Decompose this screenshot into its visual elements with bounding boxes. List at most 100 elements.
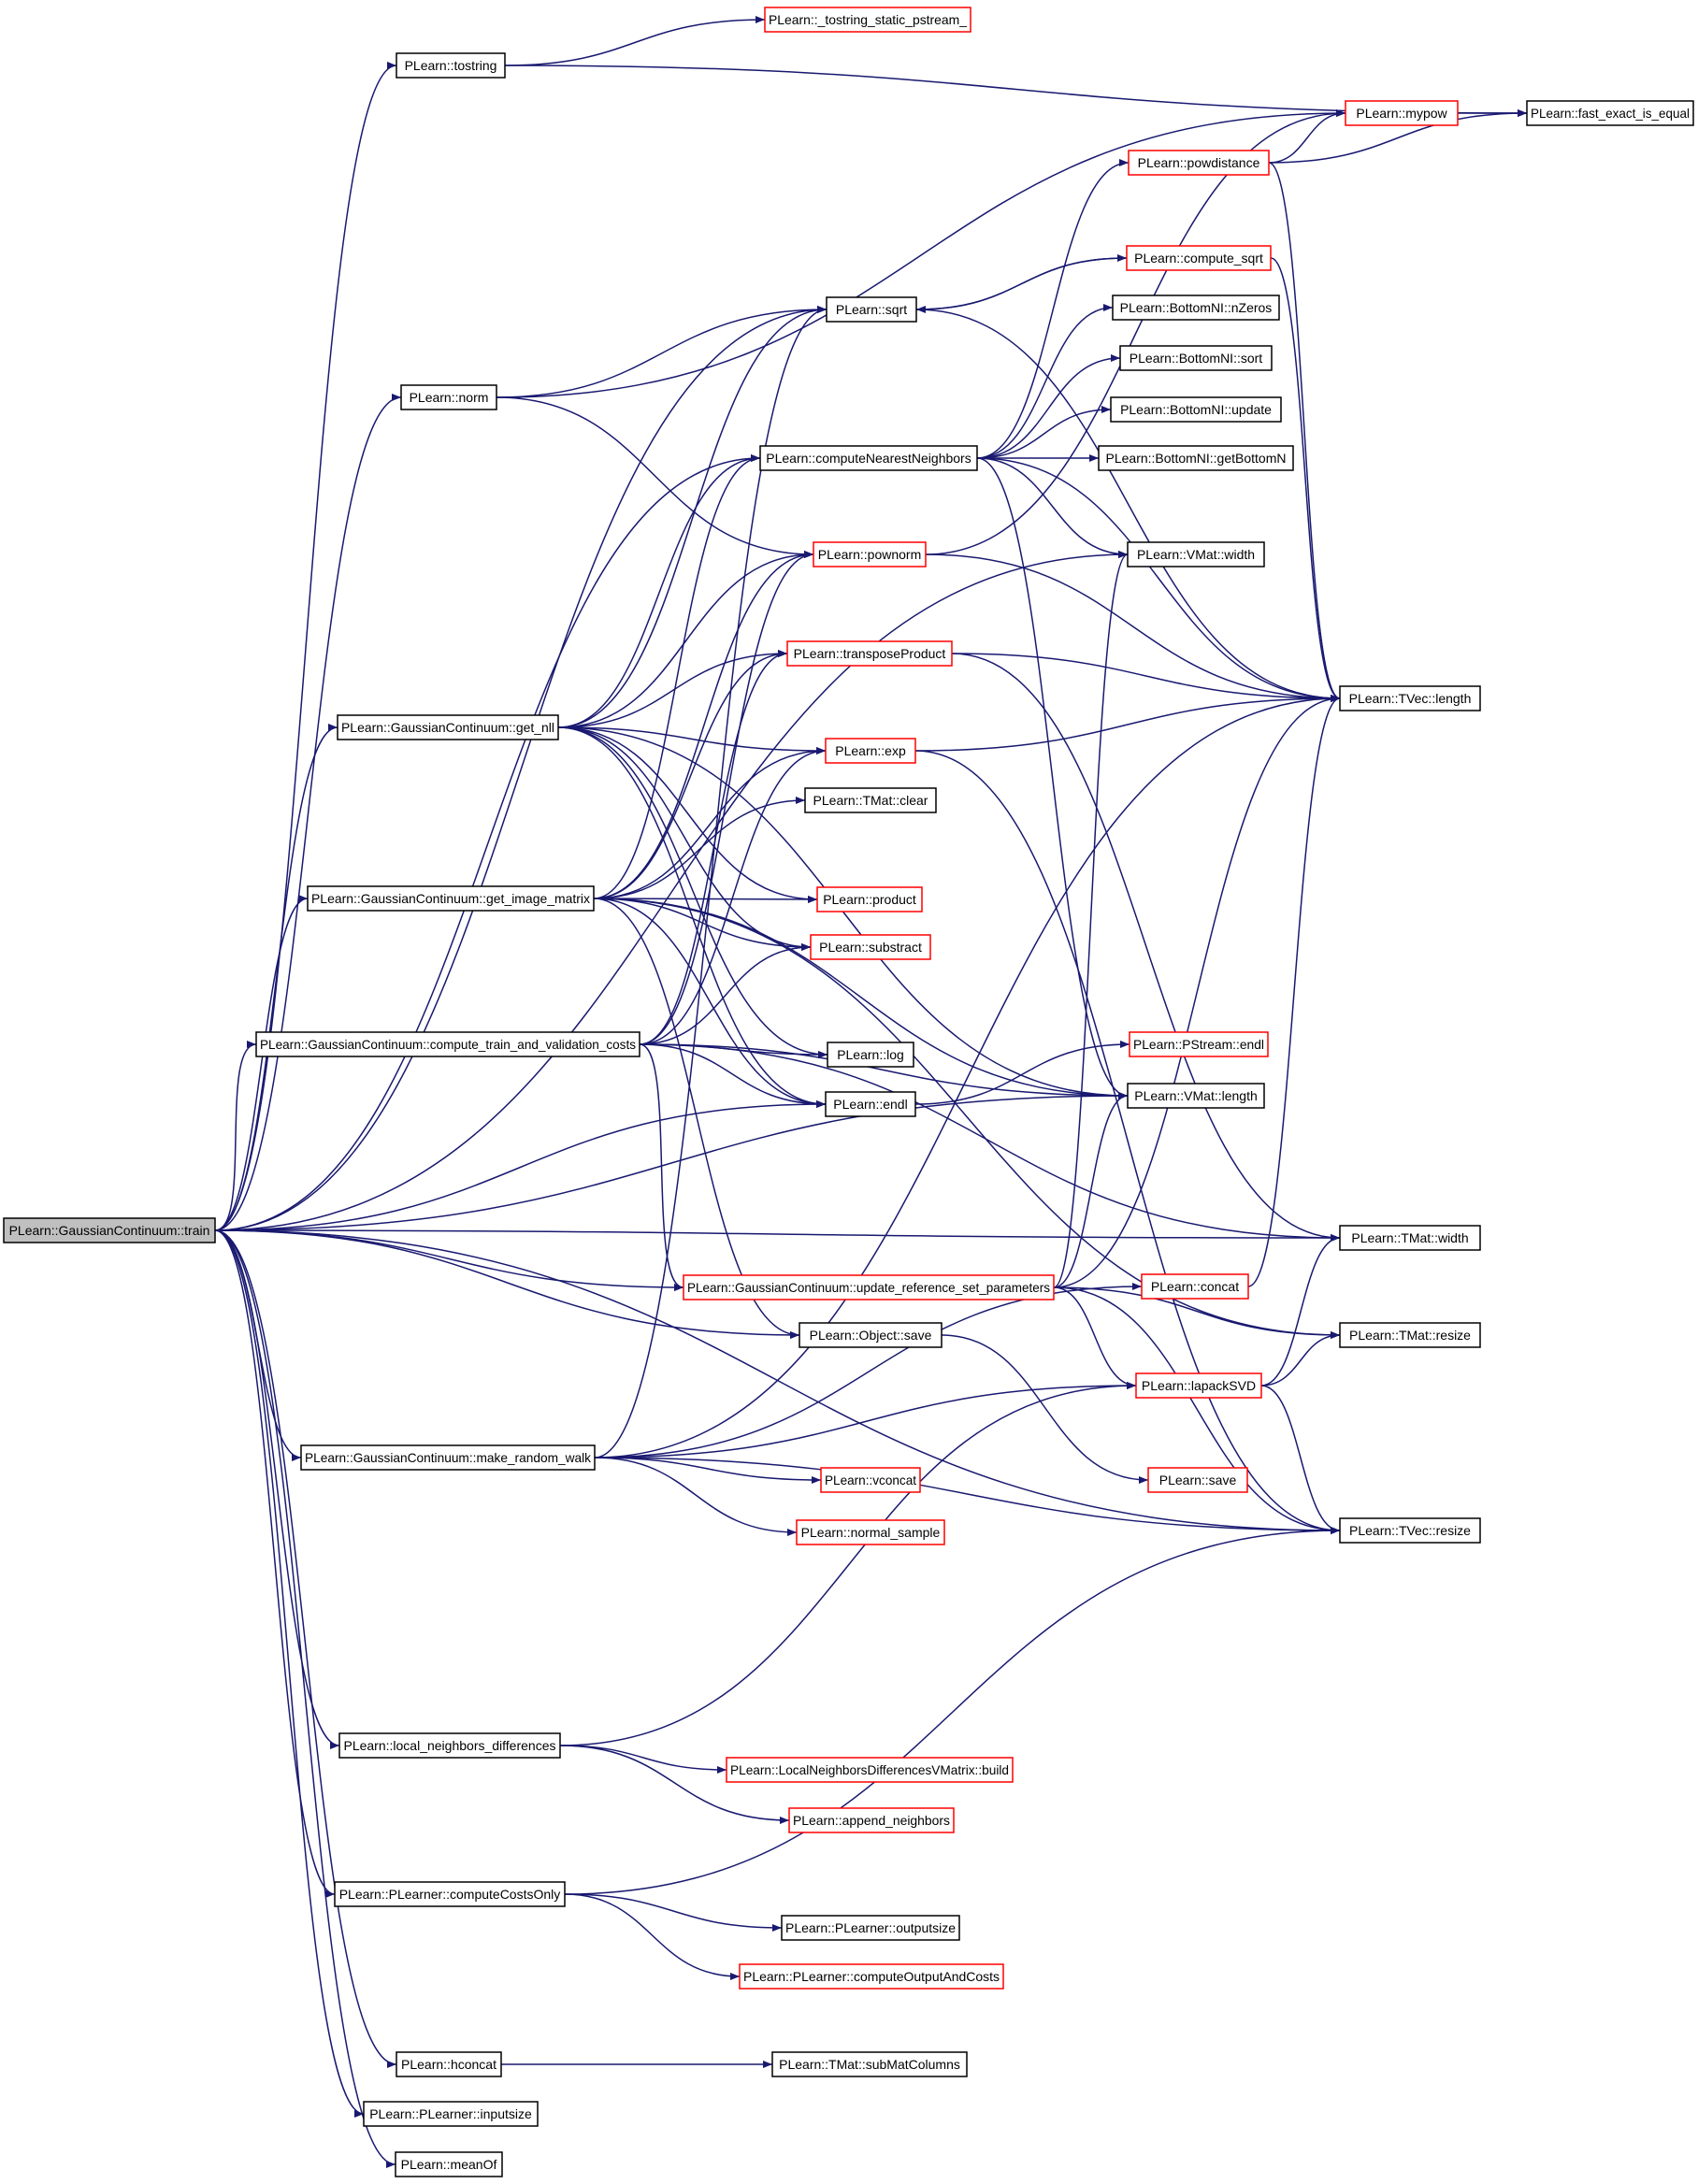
node-hconcat[interactable]: PLearn::hconcat xyxy=(396,2051,502,2077)
node-normal-sample[interactable]: PLearn::normal_sample xyxy=(796,1519,945,1545)
node-compute-nn[interactable]: PLearn::computeNearestNeighbors xyxy=(759,445,978,471)
node-label: PLearn::exp xyxy=(835,743,906,758)
edge-make-random-walk-to-vconcat xyxy=(594,1457,822,1484)
node-label: PLearn::PLearner::inputsize xyxy=(369,2106,532,2121)
edge-update-ref-to-tvec-resize xyxy=(1053,1286,1341,1534)
node-label: PLearn::PLearner::outputsize xyxy=(785,1920,956,1935)
node-compute-costs-only[interactable]: PLearn::PLearner::computeCostsOnly xyxy=(334,1881,566,1907)
node-endl[interactable]: PLearn::endl xyxy=(825,1091,916,1117)
edge-compute-nn-to-update xyxy=(976,406,1112,459)
node-label: PLearn::GaussianContinuum::make_random_w… xyxy=(305,1450,592,1465)
node-get-image-matrix[interactable]: PLearn::GaussianContinuum::get_image_mat… xyxy=(307,885,595,912)
edge-get-nll-to-pownorm xyxy=(557,551,814,728)
node-append-neighbors[interactable]: PLearn::append_neighbors xyxy=(788,1807,955,1833)
node-train[interactable]: PLearn::GaussianContinuum::train xyxy=(3,1217,216,1243)
call-edges xyxy=(214,16,1528,2168)
node-norm[interactable]: PLearn::norm xyxy=(400,384,497,410)
node-powdistance[interactable]: PLearn::powdistance xyxy=(1128,150,1270,176)
node-object-save[interactable]: PLearn::Object::save xyxy=(799,1322,943,1348)
node-tostring[interactable]: PLearn::tostring xyxy=(396,52,506,79)
node-concat[interactable]: PLearn::concat xyxy=(1141,1273,1249,1300)
node-n-zeros[interactable]: PLearn::BottomNI::nZeros xyxy=(1112,295,1280,321)
node-get-bottom-n[interactable]: PLearn::BottomNI::getBottomN xyxy=(1098,445,1294,471)
edge-train-to-inputsize xyxy=(214,1229,365,2118)
node-tmat-resize[interactable]: PLearn::TMat::resize xyxy=(1339,1322,1481,1348)
node-label: PLearn::fast_exact_is_equal xyxy=(1531,106,1690,121)
node-vmat-width[interactable]: PLearn::VMat::width xyxy=(1127,541,1265,568)
node-box xyxy=(827,1042,914,1068)
edge-update-ref-to-vmat-length xyxy=(1053,1092,1129,1288)
node-vconcat[interactable]: PLearn::vconcat xyxy=(820,1467,921,1493)
node-outputsize[interactable]: PLearn::PLearner::outputsize xyxy=(781,1915,960,1941)
edge-update-ref-to-tvec-length xyxy=(1053,695,1341,1288)
node-update-ref[interactable]: PLearn::GaussianContinuum::update_refere… xyxy=(683,1274,1055,1300)
edge-get-nll-to-compute-nn xyxy=(557,454,761,728)
node-product[interactable]: PLearn::product xyxy=(816,886,923,912)
node-box xyxy=(1147,1467,1248,1493)
node-mypow[interactable]: PLearn::mypow xyxy=(1345,100,1459,126)
edge-update-ref-to-tmat-resize xyxy=(1053,1286,1341,1339)
node-get-nll[interactable]: PLearn::GaussianContinuum::get_nll xyxy=(337,714,559,740)
node-box xyxy=(1110,396,1282,423)
node-pstream-endl[interactable]: PLearn::PStream::endl xyxy=(1129,1031,1269,1057)
node-label: PLearn::lapackSVD xyxy=(1142,1378,1256,1393)
node-sqrt[interactable]: PLearn::sqrt xyxy=(826,296,917,323)
node-label: PLearn::tostring xyxy=(405,58,497,73)
node-vmat-length[interactable]: PLearn::VMat::length xyxy=(1127,1083,1265,1109)
node-box xyxy=(739,1963,1004,1990)
node-box xyxy=(255,1031,640,1057)
edge-compute-tvc-to-exp xyxy=(639,747,827,1045)
edge-make-random-walk-to-tvec-resize xyxy=(594,1457,1341,1534)
node-tmat-clear[interactable]: PLearn::TMat::clear xyxy=(804,787,937,813)
node-lndvm-build[interactable]: PLearn::LocalNeighborsDifferencesVMatrix… xyxy=(726,1757,1014,1783)
node-label: PLearn::TMat::clear xyxy=(813,793,928,808)
edge-train-to-tmat-width xyxy=(214,1229,1341,1242)
node-tvec-resize[interactable]: PLearn::TVec::resize xyxy=(1339,1517,1481,1544)
node-box xyxy=(764,7,971,33)
edge-get-image-matrix-to-tmat-clear xyxy=(593,797,806,899)
node-lapack-svd[interactable]: PLearn::lapackSVD xyxy=(1135,1372,1262,1399)
edge-object-save-to-save xyxy=(941,1334,1149,1484)
node-tmat-width[interactable]: PLearn::TMat::width xyxy=(1339,1225,1481,1251)
edge-train-to-compute-tvc xyxy=(214,1041,257,1231)
node-tvec-length[interactable]: PLearn::TVec::length xyxy=(1339,685,1481,711)
node-local-nd[interactable]: PLearn::local_neighbors_differences xyxy=(338,1732,561,1759)
node-box xyxy=(820,1467,921,1493)
node-make-random-walk[interactable]: PLearn::GaussianContinuum::make_random_w… xyxy=(300,1444,596,1471)
node-box xyxy=(334,1881,566,1907)
edge-transpose-product-to-tvec-length xyxy=(951,653,1341,702)
node-sort[interactable]: PLearn::BottomNI::sort xyxy=(1119,345,1273,371)
node-label: PLearn::TVec::resize xyxy=(1349,1523,1471,1538)
node-compute-sqrt[interactable]: PLearn::compute_sqrt xyxy=(1126,245,1272,271)
node-save[interactable]: PLearn::save xyxy=(1147,1467,1248,1493)
node-label: PLearn::endl xyxy=(833,1097,907,1112)
edge-compute-tvc-to-tmat-width xyxy=(639,1043,1341,1242)
node-update[interactable]: PLearn::BottomNI::update xyxy=(1110,396,1282,423)
node-tostring-static[interactable]: PLearn::_tostring_static_pstream_ xyxy=(764,7,971,33)
node-exp[interactable]: PLearn::exp xyxy=(825,738,916,764)
node-pownorm[interactable]: PLearn::pownorm xyxy=(813,541,927,568)
edge-train-to-get-nll xyxy=(214,724,338,1231)
edge-train-to-compute-costs-only xyxy=(214,1229,336,1898)
node-transpose-product[interactable]: PLearn::transposeProduct xyxy=(786,640,953,667)
node-log[interactable]: PLearn::log xyxy=(827,1042,914,1068)
node-box xyxy=(307,885,595,912)
node-mean-of[interactable]: PLearn::meanOf xyxy=(395,2151,503,2177)
edge-pownorm-to-mypow xyxy=(925,109,1346,555)
edge-get-nll-to-substract xyxy=(557,726,812,951)
node-compute-output-and-costs[interactable]: PLearn::PLearner::computeOutputAndCosts xyxy=(739,1963,1004,1990)
node-substract[interactable]: PLearn::substract xyxy=(810,934,931,960)
node-compute-tvc[interactable]: PLearn::GaussianContinuum::compute_train… xyxy=(255,1031,640,1057)
node-label: PLearn::BottomNI::nZeros xyxy=(1120,300,1273,315)
edge-train-to-hconcat xyxy=(214,1229,397,2068)
node-inputsize[interactable]: PLearn::PLearner::inputsize xyxy=(363,2101,539,2127)
node-sub-mat-columns[interactable]: PLearn::TMat::subMatColumns xyxy=(771,2051,968,2077)
edge-powdistance-to-mypow xyxy=(1268,109,1346,164)
node-fast-exact[interactable]: PLearn::fast_exact_is_equal xyxy=(1526,100,1694,126)
edge-get-image-matrix-to-compute-nn xyxy=(593,454,761,899)
node-label: PLearn::TMat::subMatColumns xyxy=(779,2057,960,2072)
node-box xyxy=(363,2101,539,2127)
edge-make-random-walk-to-concat xyxy=(594,1283,1143,1458)
edge-lapack-svd-to-tmat-width xyxy=(1260,1234,1341,1387)
edge-compute-tvc-to-vmat-length xyxy=(639,1043,1129,1099)
